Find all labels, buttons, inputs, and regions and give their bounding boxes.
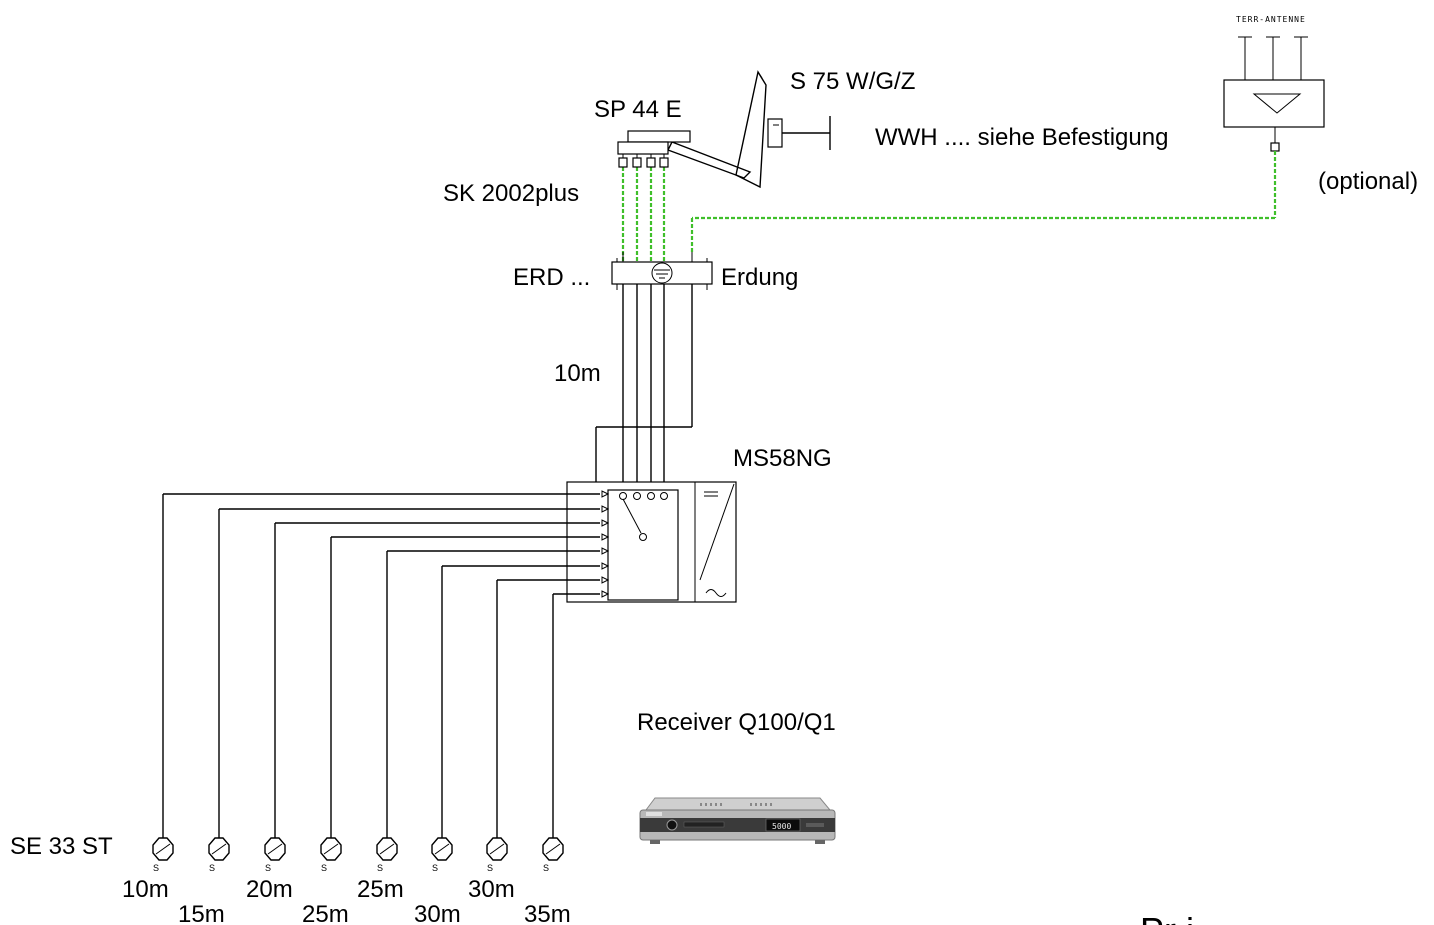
receiver-device: 5000 [639,797,836,844]
earthing-label: Erdung [721,264,798,291]
cut-off-text: Pr i [1140,910,1194,925]
lnb-connector-3 [646,157,656,168]
lnb-connector-1 [618,157,628,168]
outlet-length: 25m [357,876,404,903]
outlet-7-icon [486,837,508,861]
satellite-dish [617,70,831,189]
outlet-length: 30m [468,876,515,903]
lnb-body [617,141,669,155]
outlet-6-icon [431,837,453,861]
green-cables [621,151,1277,262]
terr-antenne-label: TERR-ANTENNE [1236,15,1306,24]
lnb-connector-2 [632,157,642,168]
trunk-cables [591,284,693,492]
outlet-type-label: SE 33 ST [10,833,113,860]
multiswitch-label: MS58NG [733,445,832,472]
earthing-block-label: ERD ... [513,264,590,291]
multiswitch [566,481,737,603]
dish-reflector [735,70,767,189]
receiver-display [765,818,801,832]
earthing-block [611,252,713,290]
receiver-display-text: 5000 [772,822,791,831]
multiswitch-matrix [607,489,679,601]
lnb-housing [627,130,691,143]
outlet-tag: S [377,863,383,873]
outlet-8-icon [542,837,564,861]
outlet-length: 25m [302,901,349,925]
trunk-length-label: 10m [554,360,601,387]
outlet-tag: S [153,863,159,873]
outlet-tag: S [321,863,327,873]
outlet-length: 20m [246,876,293,903]
dish-bracket [767,118,783,148]
power-button-icon [666,819,678,831]
outlet-5-icon [376,837,398,861]
terrestrial-antenna: TERR-ANTENNE [1223,15,1325,152]
outlet-length: 15m [178,901,225,925]
outlet-4-icon [320,837,342,861]
earthing-housing [611,261,713,285]
terr-connector [1270,142,1280,152]
cable-label: SK 2002plus [443,180,579,207]
outlet-length: 10m [122,876,169,903]
outlet-length: 35m [524,901,571,925]
outlet-1-icon [152,837,174,861]
multiswitch-outputs [162,490,610,838]
ground-icon [651,262,673,284]
outlet-tag: S [209,863,215,873]
outlet-3-icon [264,837,286,861]
dish-arm [667,141,752,179]
terr-amplifier-box [1223,79,1325,128]
ac-symbol [705,589,727,597]
outlet-tag: S [543,863,549,873]
mount-label: WWH .... siehe Befestigung [875,124,1168,151]
outlet-tag: S [265,863,271,873]
lnb-label: SP 44 E [594,96,682,123]
lnb-connector-4 [659,157,669,168]
receiver-label: Receiver Q100/Q1 [637,709,836,736]
outlet-tag: S [432,863,438,873]
wall-outlets: S S S S S S S S 10m 20m 25m 30m 15m 25m … [122,837,571,925]
outlet-length: 30m [414,901,461,925]
dish-label: S 75 W/G/Z [790,68,915,95]
outlet-tag: S [487,863,493,873]
optional-label: (optional) [1318,168,1418,195]
amplifier-icon [1252,93,1302,114]
outlet-2-icon [208,837,230,861]
